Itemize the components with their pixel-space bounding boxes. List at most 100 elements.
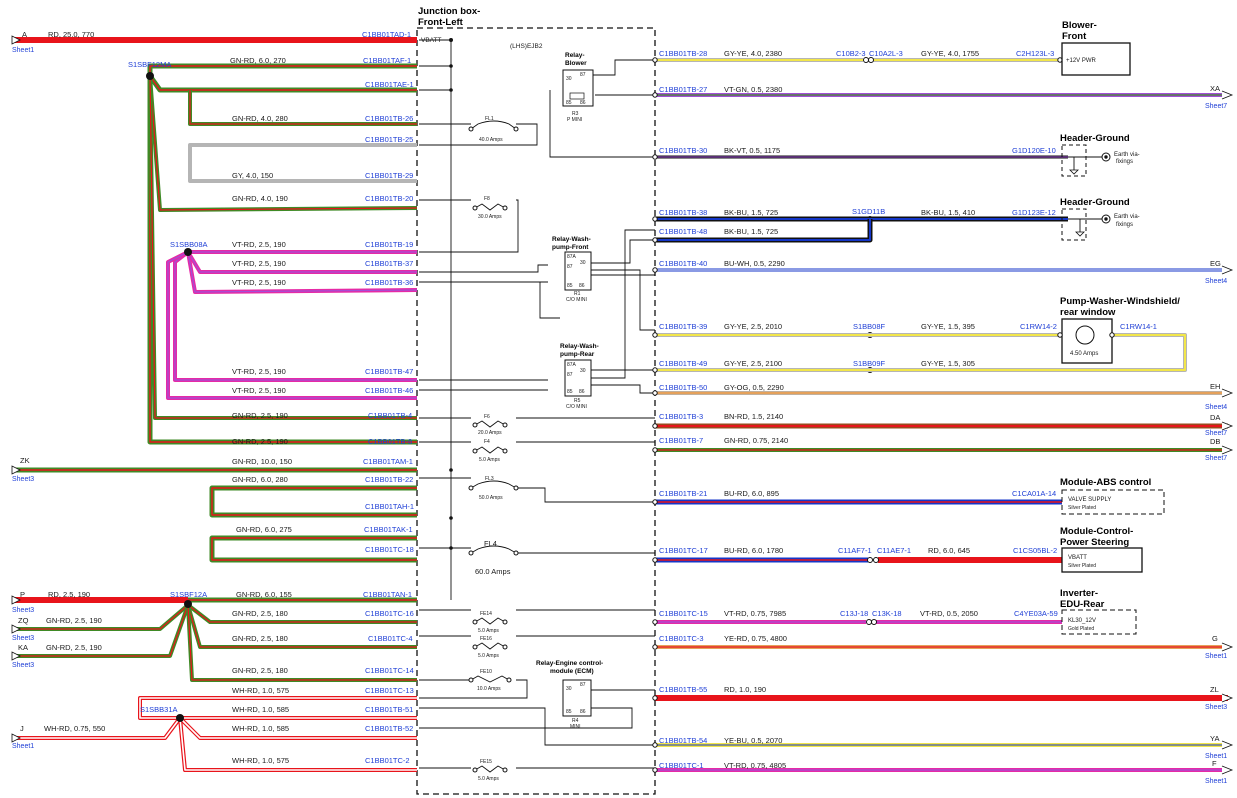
svg-text:A: A — [22, 30, 27, 39]
svg-text:WH-RD, 1.0, 575: WH-RD, 1.0, 575 — [232, 686, 289, 695]
svg-text:FL1: FL1 — [485, 116, 494, 122]
svg-text:C1BB01TC-14: C1BB01TC-14 — [365, 666, 414, 675]
svg-text:EH: EH — [1210, 382, 1220, 391]
svg-text:DA: DA — [1210, 413, 1220, 422]
svg-text:C1BB01TAD-1: C1BB01TAD-1 — [362, 30, 411, 39]
fuse-fl1: FL1 40.0 Amps — [468, 116, 519, 143]
svg-text:GN-RD, 2.5, 190: GN-RD, 2.5, 190 — [232, 437, 288, 446]
svg-text:Sheet4: Sheet4 — [1205, 404, 1227, 411]
svg-text:Sheet7: Sheet7 — [1205, 430, 1227, 437]
svg-text:86: 86 — [580, 100, 586, 106]
svg-text:FE10: FE10 — [480, 669, 492, 675]
splice-s1bb09f: S1BB09F — [853, 359, 886, 368]
junction-box: Junction box- Front-Left (LHS)EJB2 VBATT — [416, 6, 656, 795]
svg-text:5.0 Amps: 5.0 Amps — [478, 628, 499, 634]
svg-text:VT-RD, 2.5, 190: VT-RD, 2.5, 190 — [232, 259, 286, 268]
component-abs: Module-ABS control VALVE SUPPLY Silver P… — [1060, 477, 1165, 515]
fuses: FL1 40.0 Amps F8 30.0 Amps F6 20.0 Amps … — [468, 116, 519, 782]
svg-text:FE14: FE14 — [480, 611, 492, 617]
svg-text:YE-RD, 0.75, 4800: YE-RD, 0.75, 4800 — [724, 634, 787, 643]
svg-text:C2H123L-3: C2H123L-3 — [1016, 49, 1054, 58]
relay-ecm-name-1: Relay-Engine control- — [536, 660, 603, 667]
fuse-f8: F8 30.0 Amps — [472, 196, 508, 220]
svg-text:RD, 6.0, 645: RD, 6.0, 645 — [928, 546, 970, 555]
svg-text:P: P — [20, 590, 25, 599]
component-header-ground-2: Header-Ground Earth via- fixings — [1060, 197, 1140, 241]
component-blower: Blower- Front +12V PWR — [1061, 20, 1131, 76]
svg-text:C1BB01TC-4: C1BB01TC-4 — [368, 634, 413, 643]
svg-text:F6: F6 — [484, 414, 490, 420]
svg-text:Module-Control-: Module-Control- — [1060, 526, 1133, 537]
svg-text:DB: DB — [1210, 437, 1220, 446]
svg-text:C10A2L-3: C10A2L-3 — [869, 49, 903, 58]
svg-text:Power Steering: Power Steering — [1060, 537, 1129, 548]
svg-text:Gold Plated: Gold Plated — [1068, 626, 1094, 632]
svg-text:C13K-18: C13K-18 — [872, 609, 902, 618]
svg-text:C1BB01TC-17: C1BB01TC-17 — [659, 546, 708, 555]
svg-text:C1CA01A-14: C1CA01A-14 — [1012, 489, 1056, 498]
svg-text:85: 85 — [567, 389, 573, 395]
svg-text:C1BB01TB-25: C1BB01TB-25 — [365, 135, 413, 144]
svg-text:FE15: FE15 — [480, 759, 492, 765]
svg-text:30: 30 — [566, 76, 572, 82]
right-wires — [655, 58, 1228, 772]
svg-text:VBATT: VBATT — [1068, 555, 1087, 561]
svg-text:fixings: fixings — [1116, 159, 1133, 165]
relay-blower-code: R3 — [572, 111, 579, 117]
svg-text:GN-RD, 4.0, 280: GN-RD, 4.0, 280 — [232, 114, 288, 123]
relay-wash-rear-type: C/O MINI — [566, 404, 587, 410]
svg-text:C1BB01TB-54: C1BB01TB-54 — [659, 736, 707, 745]
vbatt-label: VBATT — [421, 37, 441, 44]
svg-text:FL4: FL4 — [484, 539, 497, 548]
svg-text:C1BB01TAM-1: C1BB01TAM-1 — [363, 457, 413, 466]
relay-blower-name-1: Relay- — [565, 52, 585, 59]
svg-text:C1BB01TB-19: C1BB01TB-19 — [365, 240, 413, 249]
relay-wash-rear-name-1: Relay-Wash- — [560, 343, 599, 350]
svg-text:GN-RD, 6.0, 270: GN-RD, 6.0, 270 — [230, 56, 286, 65]
svg-text:EG: EG — [1210, 259, 1221, 268]
svg-text:+12V PWR: +12V PWR — [1066, 58, 1097, 64]
svg-text:86: 86 — [579, 283, 585, 289]
svg-text:VT-RD, 2.5, 190: VT-RD, 2.5, 190 — [232, 240, 286, 249]
svg-text:G1D120E-10: G1D120E-10 — [1012, 146, 1056, 155]
offpage-zq: ZQ GN-RD, 2.5, 190 Sheet3 — [11, 616, 102, 642]
svg-text:Module-ABS control: Module-ABS control — [1060, 477, 1151, 488]
svg-text:C1BB01TC-18: C1BB01TC-18 — [365, 545, 414, 554]
relay-blower-name-2: Blower — [565, 60, 587, 67]
svg-text:F4: F4 — [484, 439, 490, 445]
svg-text:VT-RD, 0.75, 7985: VT-RD, 0.75, 7985 — [724, 609, 786, 618]
ejb-label: (LHS)EJB2 — [510, 43, 543, 50]
svg-text:Sheet3: Sheet3 — [12, 635, 34, 642]
svg-text:YE-BU, 0.5, 2070: YE-BU, 0.5, 2070 — [724, 736, 782, 745]
svg-text:10.0 Amps: 10.0 Amps — [477, 686, 501, 692]
svg-text:FE16: FE16 — [480, 636, 492, 642]
right-labels: C1BB01TB-28 GY-YE, 4.0, 2380 C10B2-3 C10… — [659, 49, 1157, 770]
svg-text:5.0 Amps: 5.0 Amps — [478, 776, 499, 782]
svg-text:GY, 4.0, 150: GY, 4.0, 150 — [232, 171, 273, 180]
svg-text:GN-RD, 10.0, 150: GN-RD, 10.0, 150 — [232, 457, 292, 466]
relay-wash-front: Relay-Wash- pump-Front 87A 30 87 85 86 R… — [552, 236, 592, 303]
svg-text:C13J-18: C13J-18 — [840, 609, 868, 618]
svg-text:VT-RD, 2.5, 190: VT-RD, 2.5, 190 — [232, 278, 286, 287]
svg-text:30: 30 — [566, 686, 572, 692]
svg-text:VT-RD, 0.5, 2050: VT-RD, 0.5, 2050 — [920, 609, 978, 618]
svg-text:C1BB01TB-39: C1BB01TB-39 — [659, 322, 707, 331]
svg-text:85: 85 — [567, 283, 573, 289]
relay-ecm-name-2: module (ECM) — [550, 668, 594, 675]
svg-text:Inverter-: Inverter- — [1060, 588, 1098, 599]
fuse-fe15: FE15 5.0 Amps — [472, 759, 508, 782]
svg-text:GN-RD, 2.5, 190: GN-RD, 2.5, 190 — [46, 616, 102, 625]
svg-text:4.50 Amps: 4.50 Amps — [1070, 351, 1098, 357]
fuse-fl4: FL4 60.0 Amps — [468, 539, 519, 576]
splice-s1sbf12a: S1SBF12A — [170, 590, 207, 599]
svg-text:FL3: FL3 — [485, 476, 494, 482]
relay-blower-type: P MINI — [567, 117, 582, 123]
splice-s1gd11b: S1GD11B — [852, 207, 885, 216]
svg-text:C1BB01TB-29: C1BB01TB-29 — [365, 171, 413, 180]
svg-text:C1BB01TC-15: C1BB01TC-15 — [659, 609, 708, 618]
svg-text:RD, 25.0, 770: RD, 25.0, 770 — [48, 30, 94, 39]
svg-text:GY-YE, 1.5, 395: GY-YE, 1.5, 395 — [921, 322, 975, 331]
svg-text:GY-OG, 0.5, 2290: GY-OG, 0.5, 2290 — [724, 383, 784, 392]
svg-text:C1BB01TB-26: C1BB01TB-26 — [365, 114, 413, 123]
